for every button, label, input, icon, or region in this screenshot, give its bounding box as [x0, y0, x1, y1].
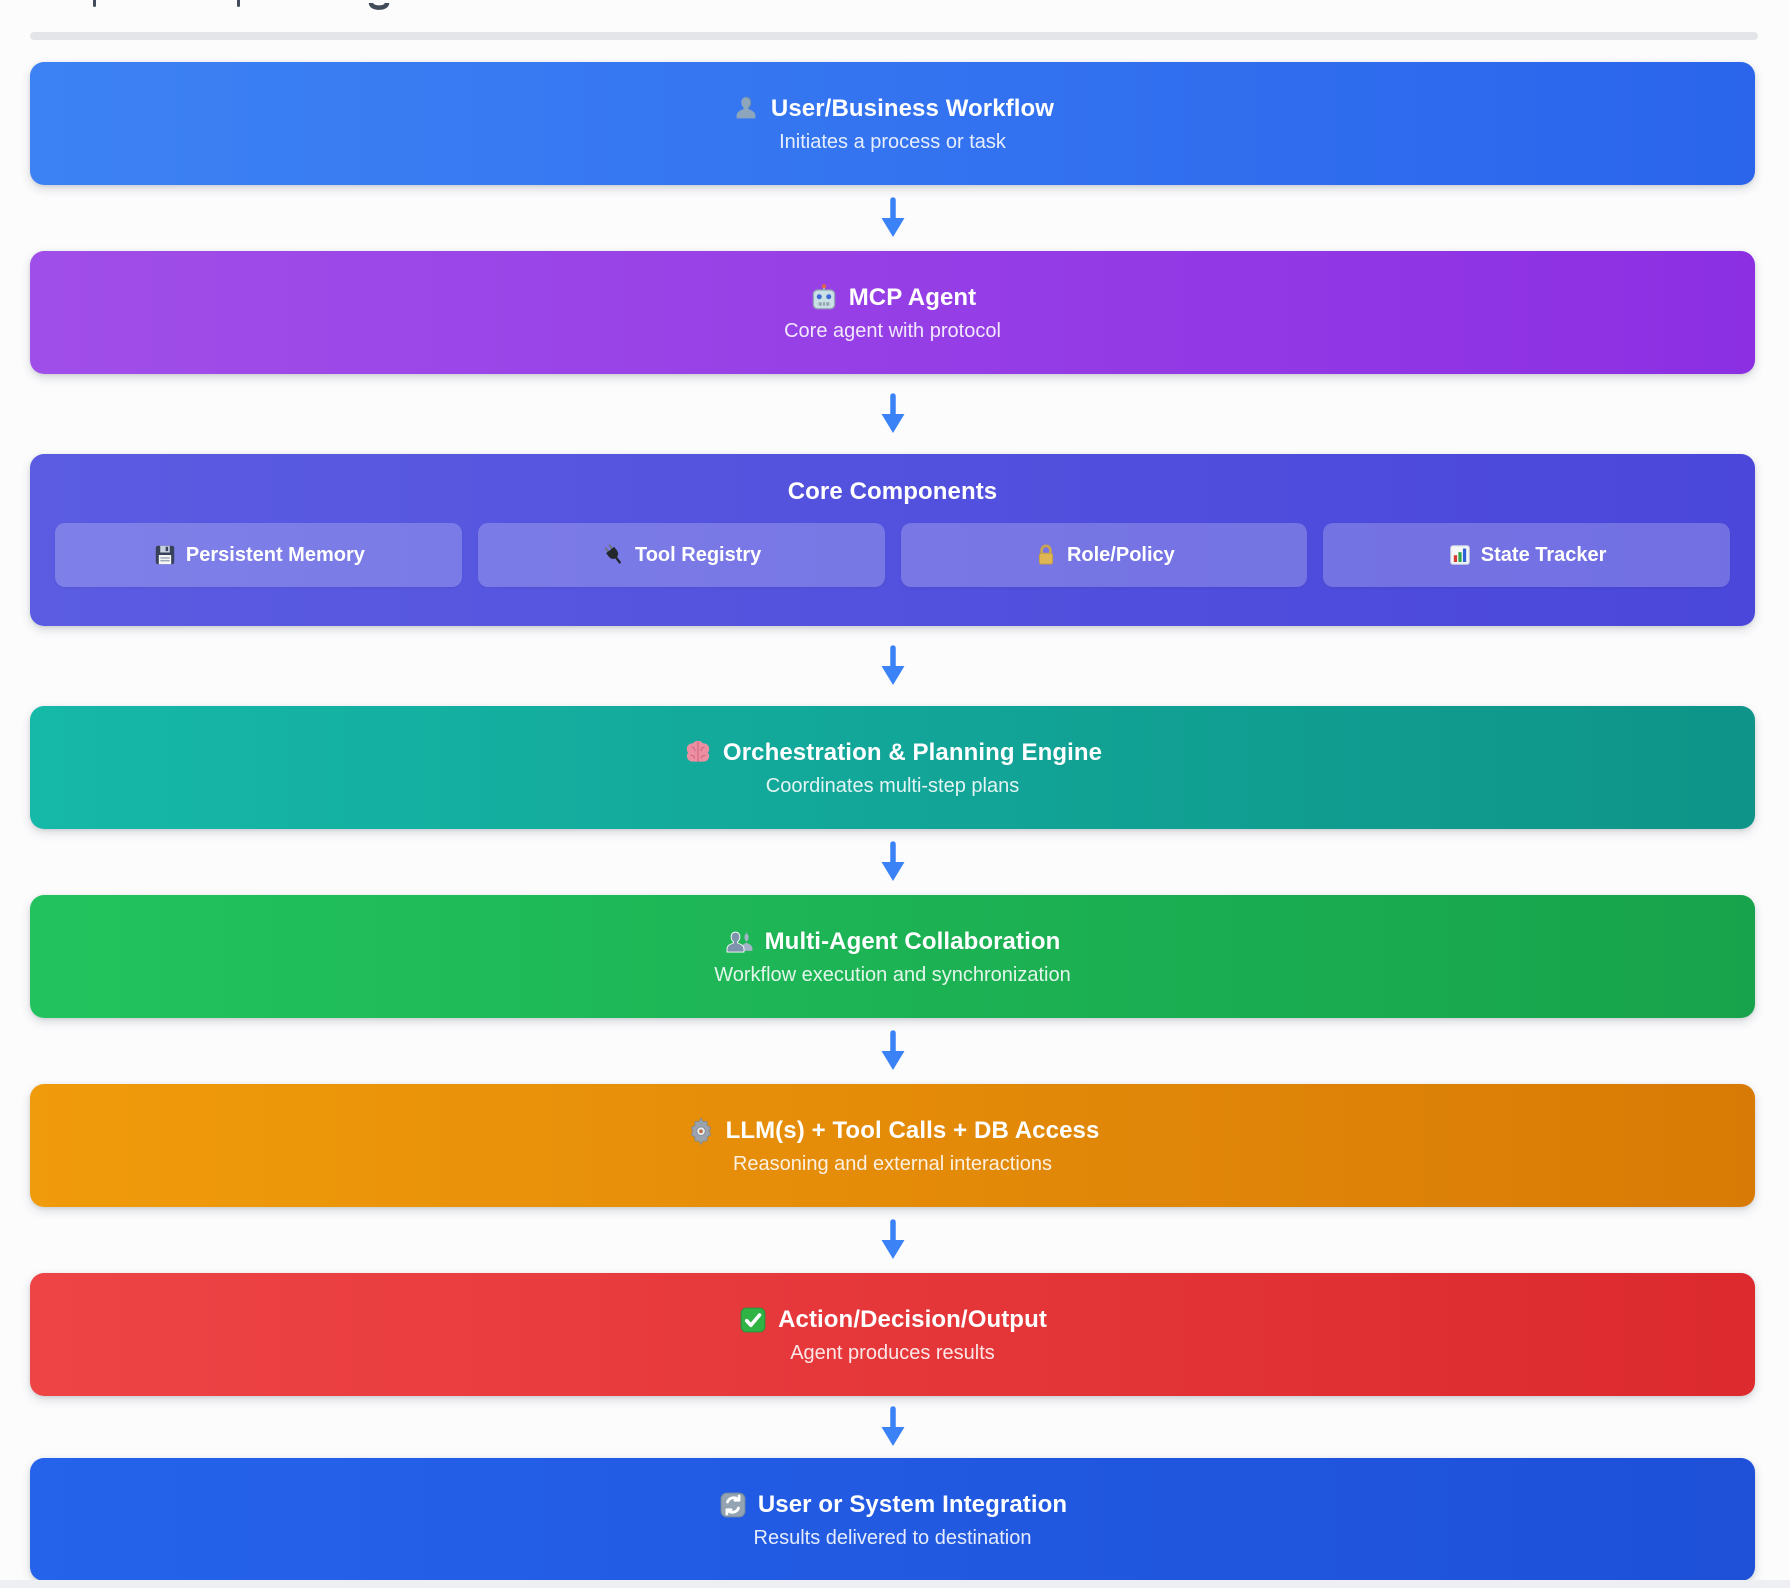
- check-icon: [738, 1305, 768, 1335]
- cropped-title-descender: [93, 0, 96, 7]
- component-label: Persistent Memory: [185, 543, 365, 566]
- component-label: Tool Registry: [634, 543, 762, 566]
- node-user-or-system-integration: User or System Integration Results deliv…: [30, 1458, 1755, 1581]
- down-arrow-icon: [881, 197, 904, 237]
- down-arrow-icon: [881, 1219, 904, 1259]
- user-icon: [731, 94, 761, 124]
- node-title: Action/Decision/Output: [778, 1305, 1047, 1333]
- component-label: Role/Policy: [1066, 543, 1175, 566]
- down-arrow-icon: [881, 645, 904, 685]
- flowchart: User/Business Workflow Initiates a proce…: [30, 62, 1755, 1581]
- people-icon: [725, 927, 755, 957]
- brain-icon: [683, 738, 713, 768]
- node-title: Orchestration & Planning Engine: [722, 738, 1103, 766]
- robot-icon: [809, 283, 839, 313]
- node-title: User or System Integration: [757, 1490, 1068, 1518]
- component-persistent-memory: Persistent Memory: [55, 523, 462, 587]
- flow-connector: [30, 185, 1755, 251]
- flow-connector: [30, 626, 1755, 706]
- component-role-policy: Role/Policy: [900, 523, 1308, 587]
- node-subtitle: Workflow execution and synchronization: [714, 963, 1071, 986]
- horizontal-divider: [30, 32, 1758, 40]
- flow-connector: [30, 374, 1755, 454]
- plug-icon: [601, 542, 627, 568]
- node-title: LLM(s) + Tool Calls + DB Access: [725, 1116, 1100, 1144]
- node-core-components: Core Components Persistent Memory Tool R…: [30, 454, 1755, 626]
- down-arrow-icon: [881, 393, 904, 433]
- node-llm-tool-calls-db-access: LLM(s) + Tool Calls + DB Access Reasonin…: [30, 1084, 1755, 1207]
- down-arrow-icon: [881, 1030, 904, 1070]
- node-title: Core Components: [787, 478, 998, 505]
- bar-chart-icon: [1447, 542, 1473, 568]
- node-subtitle: Reasoning and external interactions: [732, 1152, 1053, 1175]
- node-title: Multi-Agent Collaboration: [764, 927, 1061, 955]
- node-action-decision-output: Action/Decision/Output Agent produces re…: [30, 1273, 1755, 1396]
- flow-connector: [30, 829, 1755, 895]
- flow-connector: [30, 1396, 1755, 1458]
- node-user-business-workflow: User/Business Workflow Initiates a proce…: [30, 62, 1755, 185]
- gear-icon: [686, 1116, 716, 1146]
- node-title: MCP Agent: [848, 283, 977, 311]
- component-label: State Tracker: [1480, 543, 1607, 566]
- flow-connector: [30, 1207, 1755, 1273]
- cropped-title-descender: [237, 0, 240, 7]
- node-subtitle: Initiates a process or task: [779, 130, 1006, 153]
- flow-connector: [30, 1018, 1755, 1084]
- node-subtitle: Agent produces results: [790, 1341, 995, 1364]
- component-state-tracker: State Tracker: [1323, 523, 1730, 587]
- down-arrow-icon: [881, 841, 904, 881]
- node-mcp-agent: MCP Agent Core agent with protocol: [30, 251, 1755, 374]
- node-subtitle: Coordinates multi-step plans: [765, 774, 1020, 797]
- component-tool-registry: Tool Registry: [477, 523, 885, 587]
- core-components-row: Persistent Memory Tool Registry Role/Pol…: [30, 523, 1755, 587]
- node-multi-agent-collaboration: Multi-Agent Collaboration Workflow execu…: [30, 895, 1755, 1018]
- node-title: User/Business Workflow: [770, 94, 1055, 122]
- lock-icon: [1033, 542, 1059, 568]
- bottom-page-strip: [0, 1580, 1790, 1588]
- node-subtitle: Results delivered to destination: [753, 1526, 1032, 1549]
- sync-icon: [718, 1490, 748, 1520]
- node-subtitle: Core agent with protocol: [784, 319, 1001, 342]
- cropped-title-descender: [368, 0, 390, 17]
- floppy-disk-icon: [152, 542, 178, 568]
- down-arrow-icon: [881, 1406, 904, 1446]
- node-orchestration-planning-engine: Orchestration & Planning Engine Coordina…: [30, 706, 1755, 829]
